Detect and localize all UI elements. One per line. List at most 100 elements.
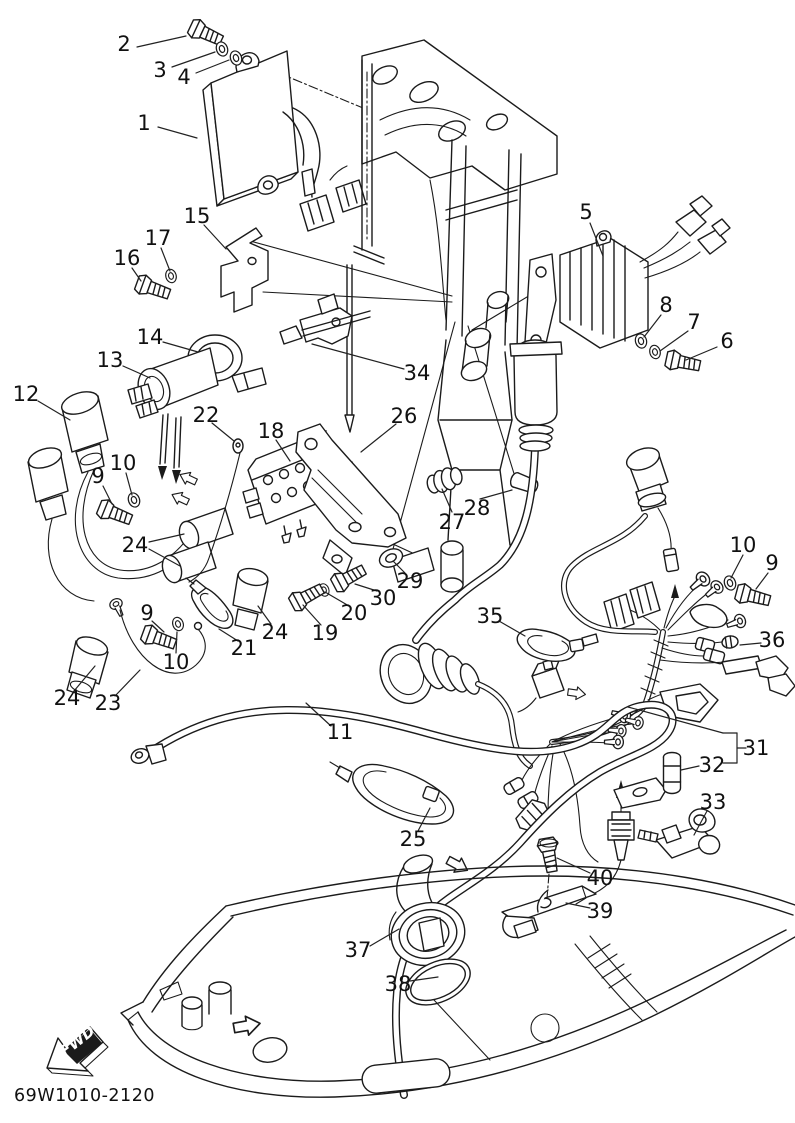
callout-14: 14 xyxy=(137,325,164,349)
leader-line-10 xyxy=(730,554,744,579)
leader-line-15 xyxy=(203,224,227,250)
leader-line-27 xyxy=(441,488,453,513)
leader-line-34 xyxy=(311,343,405,370)
callout-10: 10 xyxy=(110,451,137,475)
engine-bracket-casting xyxy=(353,39,558,593)
leader-line-9 xyxy=(102,485,113,505)
leader-line-3 xyxy=(171,51,216,68)
leader-line-14 xyxy=(162,341,199,353)
clamp-bracket-39 xyxy=(501,885,597,939)
callout-21: 21 xyxy=(231,636,258,660)
callout-35: 35 xyxy=(477,604,504,628)
shift-rod-34 xyxy=(279,264,371,433)
leader-line-6 xyxy=(685,346,718,361)
diagram-code: 69W1010-2120 xyxy=(14,1086,155,1106)
leader-line-36 xyxy=(739,642,762,646)
callout-3: 3 xyxy=(153,58,166,82)
callout-27: 27 xyxy=(439,510,466,534)
callout-37: 37 xyxy=(345,938,372,962)
elbow-boot-right xyxy=(561,447,680,635)
leader-line-25 xyxy=(417,807,431,832)
callout-5: 5 xyxy=(579,200,592,224)
main-connector xyxy=(379,642,533,769)
leader-line-37 xyxy=(369,928,400,947)
callout-1: 1 xyxy=(137,111,150,135)
grommet-37 xyxy=(388,852,472,967)
callout-6: 6 xyxy=(720,329,733,353)
leader-line-18 xyxy=(275,439,291,462)
battery-terminal-33 xyxy=(637,808,721,859)
leader-line-24 xyxy=(73,665,96,692)
callout-9: 9 xyxy=(140,601,153,625)
cable-tie-35 xyxy=(516,628,599,662)
callout-32: 32 xyxy=(699,753,726,777)
leader-line-30 xyxy=(354,583,378,592)
callout-9: 9 xyxy=(91,464,104,488)
leader-line-9 xyxy=(151,620,165,633)
leader-line-8 xyxy=(643,314,662,338)
callout-10: 10 xyxy=(730,533,757,557)
callout-10: 10 xyxy=(163,650,190,674)
relay-cube xyxy=(517,657,587,713)
callout-23: 23 xyxy=(95,691,122,715)
bracket-15 xyxy=(132,227,269,313)
fasteners-and-grommets xyxy=(94,467,773,655)
callout-16: 16 xyxy=(114,246,141,270)
main-harness-boot xyxy=(379,339,563,769)
leader-line-29 xyxy=(392,560,406,574)
leader-line-11 xyxy=(305,702,332,727)
leader-line-33 xyxy=(693,810,708,836)
callout-11: 11 xyxy=(327,720,354,744)
callout-24: 24 xyxy=(122,533,149,557)
leader-line-10 xyxy=(175,631,178,654)
leader-line-19 xyxy=(302,604,322,626)
leader-line-13 xyxy=(122,365,151,379)
leader-line-7 xyxy=(659,330,689,352)
callout-38: 38 xyxy=(385,972,412,996)
cable-tie-25 xyxy=(329,761,455,825)
callout-26: 26 xyxy=(391,404,418,428)
fwd-arrow: FWD xyxy=(46,1022,109,1077)
leader-line-10 xyxy=(125,472,133,496)
leader-line-32 xyxy=(680,765,700,771)
leader-line-40 xyxy=(556,857,591,874)
callout-28: 28 xyxy=(464,496,491,520)
leader-line-26 xyxy=(360,423,397,453)
leader-line-4 xyxy=(195,59,230,74)
leader-line-31 xyxy=(627,706,724,734)
callout-34: 34 xyxy=(404,361,431,385)
callout-18: 18 xyxy=(258,419,285,443)
callout-8: 8 xyxy=(659,293,672,317)
callout-15: 15 xyxy=(184,204,211,228)
callout-13: 13 xyxy=(97,348,124,372)
callout-31: 31 xyxy=(743,736,770,760)
callout-33: 33 xyxy=(700,790,727,814)
callout-40: 40 xyxy=(587,866,614,890)
leader-line-17 xyxy=(160,247,171,272)
callout-2: 2 xyxy=(117,32,130,56)
cable-tie-21 xyxy=(185,577,234,629)
leader-line-1 xyxy=(157,126,198,139)
leader-line-39 xyxy=(565,902,591,909)
bracket-26 xyxy=(295,423,407,577)
leader-line-5 xyxy=(589,222,604,257)
callout-25: 25 xyxy=(400,827,427,851)
callout-12: 12 xyxy=(13,382,40,406)
callout-24: 24 xyxy=(262,620,289,644)
leader-line-2 xyxy=(136,35,187,48)
callout-36: 36 xyxy=(759,628,786,652)
callout-19: 19 xyxy=(312,621,339,645)
leader-line-23 xyxy=(114,669,141,697)
callout-24: 24 xyxy=(54,686,81,710)
leader-line-9 xyxy=(755,572,769,590)
leader-line-24 xyxy=(148,533,185,543)
spark-plug-31 xyxy=(587,777,667,897)
leader-line-38 xyxy=(409,976,439,982)
leader-line-16 xyxy=(131,267,142,282)
callout-39: 39 xyxy=(587,899,614,923)
leader-line-28 xyxy=(479,489,513,500)
o-ring-38 xyxy=(405,958,491,1061)
callout-20: 20 xyxy=(341,601,368,625)
